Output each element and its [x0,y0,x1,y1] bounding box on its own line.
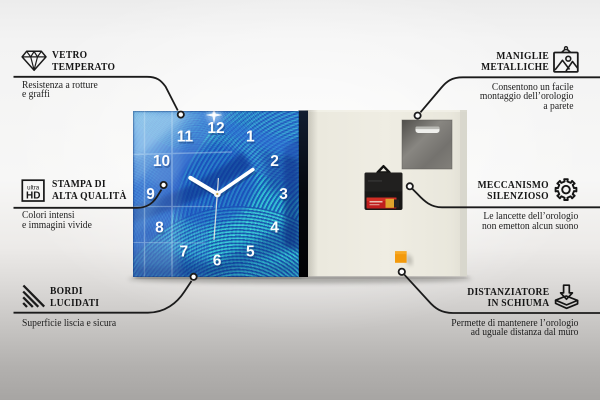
svg-text:11: 11 [177,129,194,146]
svg-text:5: 5 [247,246,256,263]
svg-text:4: 4 [270,219,279,236]
svg-text:12: 12 [209,122,226,139]
svg-text:5: 5 [246,244,255,261]
svg-text:2: 2 [271,155,280,172]
svg-text:6: 6 [214,255,223,272]
svg-text:10: 10 [153,153,170,170]
svg-text:7: 7 [179,244,188,261]
svg-text:8: 8 [155,219,164,236]
svg-text:ultra: ultra [27,184,40,191]
svg-text:HD: HD [26,191,40,202]
svg-text:10: 10 [154,155,171,172]
svg-text:9: 9 [147,188,156,205]
svg-text:2: 2 [270,153,279,170]
svg-text:8: 8 [156,221,165,238]
svg-text:6: 6 [213,253,222,270]
svg-text:7: 7 [181,246,190,263]
svg-text:3: 3 [280,188,289,205]
svg-text:4: 4 [271,221,280,238]
svg-text:12: 12 [207,120,224,137]
svg-text:3: 3 [279,186,288,203]
svg-text:11: 11 [178,131,195,148]
svg-text:1: 1 [247,131,256,148]
svg-text:1: 1 [246,129,255,146]
svg-text:9: 9 [146,186,155,203]
